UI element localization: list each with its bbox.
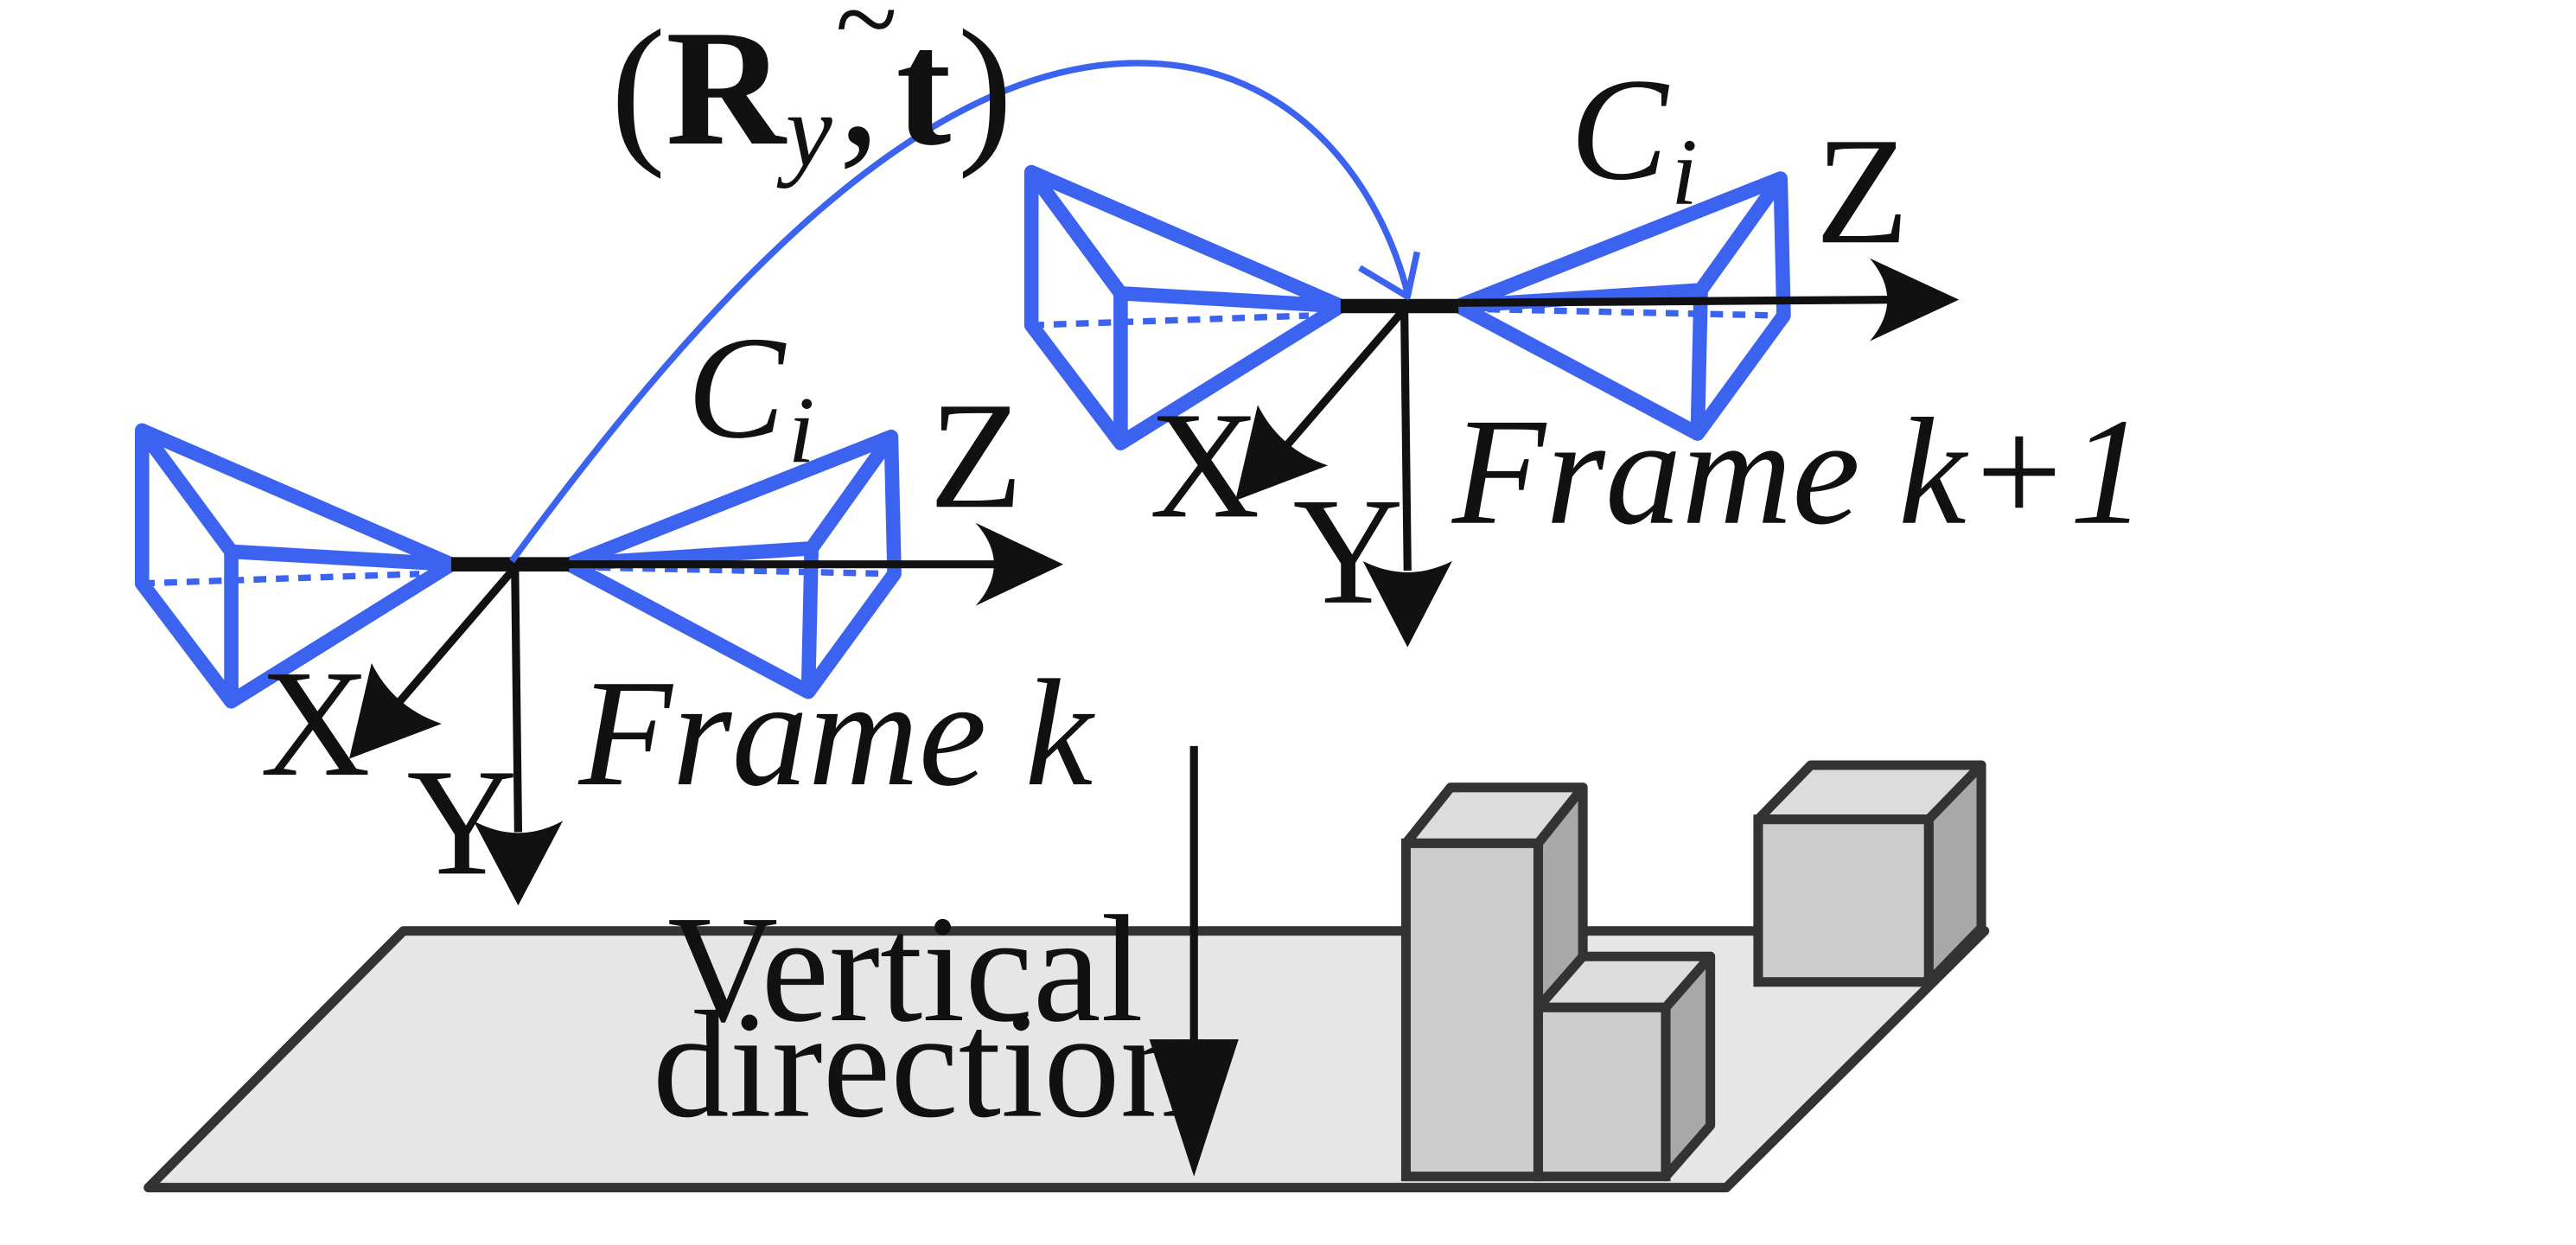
frame-k-axis-z: Z (929, 371, 1023, 540)
frame-k1-label: Frame k+1 (1451, 387, 2146, 557)
building-tall (1400, 782, 1588, 1182)
transform-translation-tilde: ~ (835, 0, 897, 82)
transform-label: (Ry,t) ~ (610, 0, 1012, 189)
frame-k1-axis-z: Z (1815, 106, 1909, 276)
frame-k1-axis-x: X (1150, 380, 1260, 550)
svg-text:Ci: Ci (1570, 48, 1698, 226)
svg-text:Vertical direction: Vertical direction (653, 884, 1196, 1150)
transform-close-paren: ) (958, 0, 1013, 180)
svg-text:Ci: Ci (687, 306, 815, 483)
frame-k-axis-x: X (260, 639, 371, 808)
transform-open-paren: ( (610, 0, 666, 180)
frame-k-camera-label: C (687, 306, 787, 469)
transform-comma: , (838, 0, 880, 180)
vertical-direction-arrow (1149, 745, 1239, 1177)
frame-k-label: Frame k (578, 648, 1096, 818)
building-cube (1753, 760, 1986, 987)
frame-k (142, 431, 1064, 906)
frame-k1-axis-y: Y (1293, 467, 1404, 636)
svg-text:(Ry,t): (Ry,t) (610, 0, 1012, 189)
transform-translation: t (896, 0, 951, 180)
transform-rotation: R (666, 0, 787, 180)
frame-k1-camera-label: C (1570, 48, 1669, 211)
frame-k1 (1031, 172, 1960, 648)
frame-k-axis-y: Y (406, 737, 517, 907)
building-short (1533, 951, 1716, 1182)
transform-arc (509, 60, 1420, 564)
frame-k1-camera-subscript: i (1671, 118, 1698, 225)
vertical-label-line2: direction (653, 980, 1196, 1150)
ground-scene (143, 760, 1990, 1193)
vertical-label-line1: Vertical (667, 884, 1143, 1054)
transform-rotation-subscript: y (776, 73, 833, 189)
frame-k-camera-subscript: i (788, 377, 815, 483)
